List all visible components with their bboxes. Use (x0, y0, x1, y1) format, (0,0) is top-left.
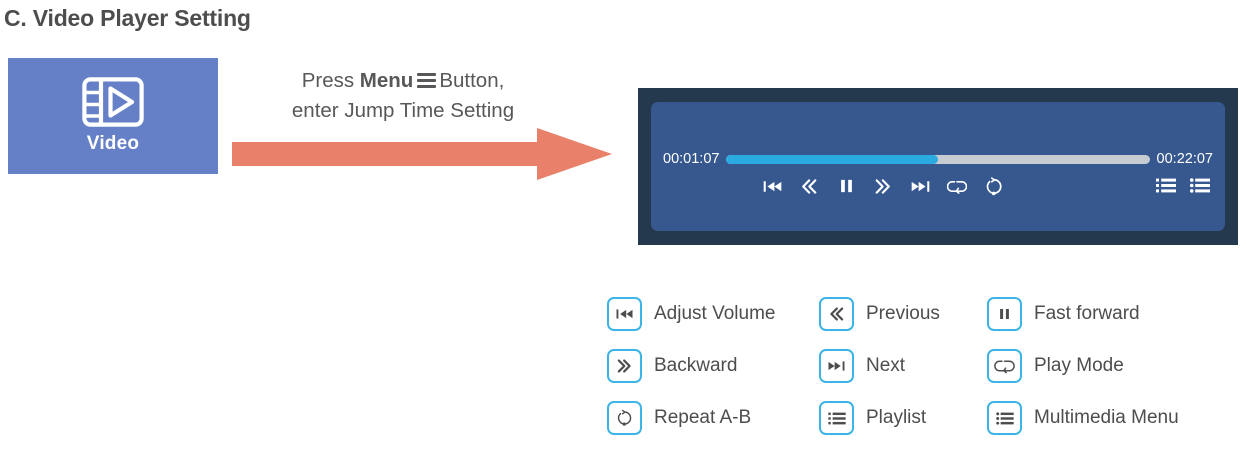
video-tile[interactable]: Video (8, 58, 218, 174)
legend-label: Adjust Volume (654, 303, 776, 324)
legend-item-fast-forward: Fast forward (987, 288, 1227, 340)
legend-label: Backward (654, 355, 738, 376)
legend-item-previous: Previous (819, 288, 987, 340)
playlist-icon[interactable] (1156, 176, 1176, 194)
fast-forward-icon[interactable] (873, 176, 893, 196)
skip-forward-icon[interactable] (910, 176, 930, 196)
transport-controls (651, 176, 1225, 196)
legend-item-backward: Backward (607, 340, 819, 392)
rewind-icon (819, 297, 854, 331)
multimedia-menu-icon[interactable] (1190, 176, 1210, 194)
playlist-icon (819, 401, 854, 435)
loop-icon (987, 349, 1022, 383)
legend-item-play-mode: Play Mode (987, 340, 1227, 392)
legend-label: Previous (866, 303, 940, 324)
progress-fill (726, 154, 938, 164)
right-arrow (232, 128, 612, 180)
instruction-text: Press Menu Button, enter Jump Time Settin… (258, 66, 548, 126)
total-time-label: 00:22:07 (1156, 151, 1213, 167)
legend-item-adjust-volume: Adjust Volume (607, 288, 819, 340)
list-controls (1156, 176, 1210, 194)
instruction-suffix: Button, (439, 69, 505, 92)
pause-icon (987, 297, 1022, 331)
legend-item-next: Next (819, 340, 987, 392)
repeat-ab-icon (607, 401, 642, 435)
legend-item-playlist: Playlist (819, 392, 987, 444)
legend-item-multimedia-menu: Multimedia Menu (987, 392, 1227, 444)
legend-label: Playlist (866, 407, 927, 428)
progress-bar[interactable] (726, 154, 1150, 164)
loop-icon[interactable] (947, 176, 967, 196)
legend-label: Play Mode (1034, 355, 1124, 376)
video-tile-label: Video (86, 133, 140, 154)
instruction-line1: Press Menu Button, (302, 69, 505, 92)
instruction-menu-word: Menu (359, 69, 414, 92)
current-time-label: 00:01:07 (663, 151, 720, 167)
page-title: C. Video Player Setting (4, 5, 251, 31)
progress-row: 00:01:07 00:22:07 (663, 150, 1213, 168)
player-panel: 00:01:07 00:22:07 (651, 102, 1225, 231)
pause-icon[interactable] (836, 176, 856, 196)
legend-label: Repeat A-B (654, 407, 752, 428)
film-video-icon (82, 77, 144, 127)
instruction-line2: enter Jump Time Setting (291, 99, 515, 122)
instruction-prefix: Press (301, 69, 360, 92)
legend-label: Next (866, 355, 906, 376)
skip-back-icon (607, 297, 642, 331)
legend-label: Fast forward (1034, 303, 1140, 324)
fast-forward-icon (607, 349, 642, 383)
hamburger-menu-icon (417, 73, 437, 88)
skip-forward-icon (819, 349, 854, 383)
legend-grid: Adjust Volume Previous Fast forward Back… (607, 288, 1247, 444)
multimedia-menu-icon (987, 401, 1022, 435)
video-player: 00:01:07 00:22:07 (638, 88, 1238, 245)
legend-label: Multimedia Menu (1034, 407, 1179, 428)
legend-item-repeat-ab: Repeat A-B (607, 392, 819, 444)
rewind-icon[interactable] (799, 176, 819, 196)
skip-back-icon[interactable] (762, 176, 782, 196)
repeat-ab-icon[interactable] (984, 176, 1004, 196)
